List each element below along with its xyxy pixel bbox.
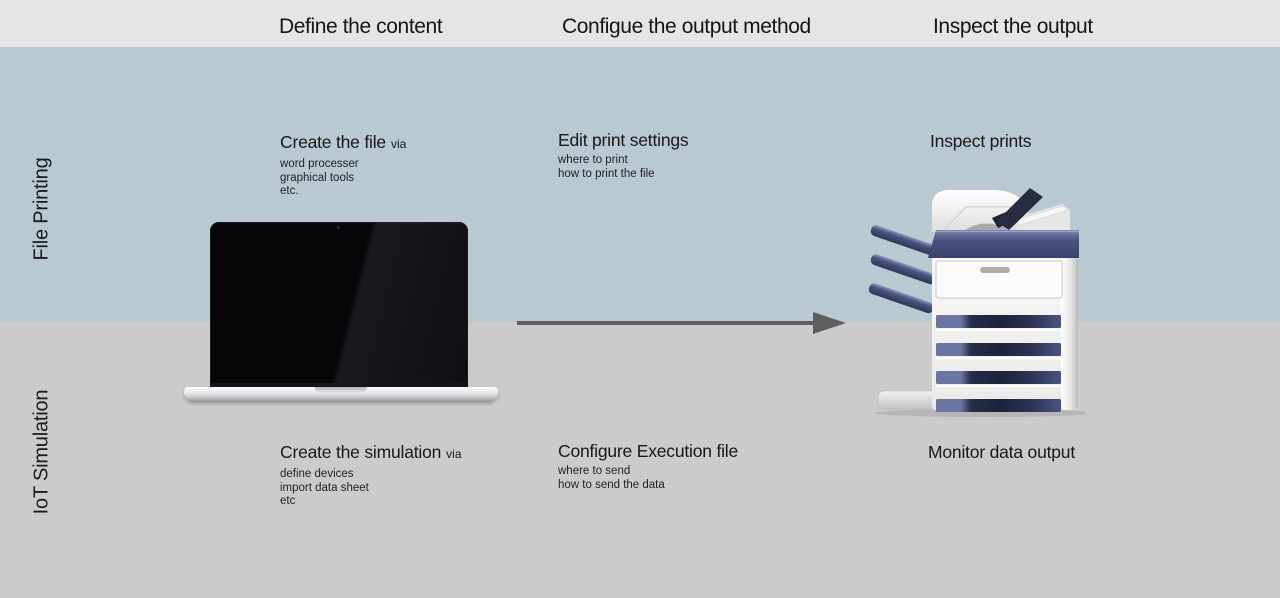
- column-header-inspect: Inspect the output: [933, 15, 1093, 38]
- via-suffix: via: [390, 137, 407, 151]
- step-detail: word processer: [280, 158, 359, 170]
- laptop-webcam-dot: [337, 226, 340, 229]
- step-detail: how to send the data: [558, 478, 665, 491]
- printer-foot: [877, 390, 939, 410]
- printer-drawer: [936, 399, 1061, 412]
- step-details: where to send how to send the data: [558, 465, 738, 492]
- step-iot-monitor: Monitor data output: [928, 442, 1075, 463]
- printer-side-tray: [868, 283, 934, 314]
- printer-drawers: [936, 315, 1061, 412]
- step-iot-configure: Configure Execution file where to send h…: [558, 441, 738, 492]
- printer-handle-lever: [996, 188, 1043, 230]
- laptop-notch: [315, 387, 367, 393]
- step-detail: where to send: [558, 465, 631, 477]
- file-printing-band: [0, 47, 1280, 322]
- step-title: Monitor data output: [928, 442, 1075, 462]
- printer-drawer: [936, 315, 1061, 328]
- printer-drawer: [936, 343, 1061, 356]
- column-header-configure: Configue the output method: [562, 15, 811, 38]
- step-title: Inspect prints: [930, 131, 1032, 151]
- printer-lid-crease: [941, 206, 1016, 233]
- laptop-screen: [210, 222, 468, 388]
- printer-icon: [866, 182, 1094, 418]
- step-detail: graphical tools: [280, 171, 355, 184]
- printer-top-band: [928, 230, 1079, 258]
- printer-side-column: [1061, 256, 1078, 410]
- printer-lid-arc: [962, 223, 1012, 232]
- step-detail: define devices: [280, 468, 354, 480]
- step-details: word processer graphical tools etc.: [280, 158, 406, 199]
- step-title: Configure Execution file: [558, 441, 739, 461]
- via-suffix: via: [446, 447, 462, 461]
- row-label-file-printing: File Printing: [30, 157, 53, 261]
- printer-drawer: [936, 371, 1061, 384]
- step-details: define devices import data sheet etc: [280, 468, 462, 509]
- row-label-iot-simulation: IoT Simulation: [30, 389, 53, 515]
- step-file-print-settings: Edit print settings where to print how t…: [558, 130, 689, 181]
- step-detail: how to print the file: [558, 167, 655, 180]
- printer-svg: [868, 188, 1094, 417]
- column-header-define: Define the content: [279, 15, 443, 38]
- flow-arrow-head: [813, 312, 846, 334]
- step-detail: import data sheet: [280, 481, 369, 494]
- header-band: [0, 0, 1280, 47]
- step-detail: etc: [280, 495, 296, 507]
- flow-arrow-icon: [517, 321, 815, 325]
- printer-side-tray: [870, 254, 936, 285]
- step-title: Edit print settings: [558, 130, 689, 150]
- step-detail: etc.: [280, 185, 299, 197]
- laptop-hinge: [210, 383, 468, 388]
- laptop-base: [184, 387, 498, 402]
- step-details: where to print how to print the file: [558, 154, 688, 181]
- printer-side-tray: [870, 225, 936, 256]
- printer-front-door: [935, 260, 1063, 299]
- printer-door-handle: [980, 267, 1010, 273]
- step-file-inspect: Inspect prints: [930, 131, 1031, 152]
- step-detail: where to print: [558, 154, 628, 166]
- printer-paper-top-sheet: [1015, 205, 1069, 226]
